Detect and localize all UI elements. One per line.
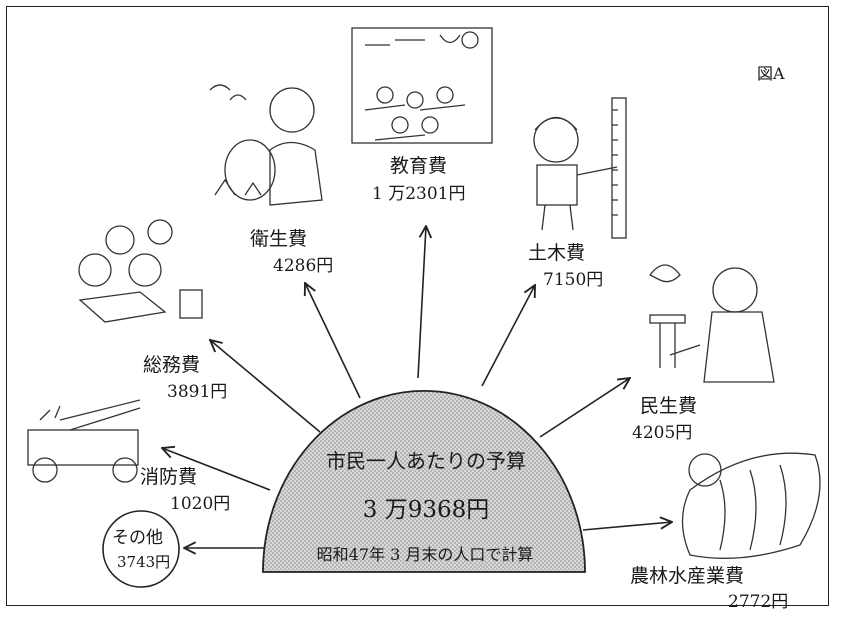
illustration-classroom (351, 27, 493, 144)
amount-education: 1 万2301円 (372, 184, 466, 204)
label-general-affairs: 総務費 (143, 354, 201, 376)
illustration-office-workers (78, 219, 203, 323)
label-education: 教育費 (390, 155, 448, 177)
amount-general-affairs: 3891円 (167, 382, 228, 402)
arrow-health (305, 283, 361, 399)
center-title: 市民一人あたりの予算 (326, 449, 526, 473)
center-total: 3 万9368円 (362, 497, 490, 523)
amount-civil-engineering: 7150円 (543, 270, 604, 290)
illustration-civil-worker (533, 97, 627, 239)
arrow-fire (162, 448, 271, 491)
label-agriculture: 農林水産業費 (630, 565, 745, 587)
figure-label: 図A (757, 64, 785, 83)
label-fire: 消防費 (140, 466, 198, 488)
arrow-welfare (539, 378, 630, 438)
illustration-fire-truck (27, 399, 141, 483)
arrow-agriculture (582, 522, 672, 531)
budget-dome (262, 390, 586, 573)
center-note: 昭和47年 3 月末の人口で計算 (316, 545, 534, 564)
label-health: 衛生費 (250, 228, 308, 250)
label-welfare: 民生費 (640, 395, 698, 417)
arrow-education (417, 226, 426, 379)
illustration-elderly-gardener (649, 264, 775, 383)
illustration-crops (681, 452, 821, 559)
amount-fire: 1020円 (170, 494, 231, 514)
other-circle (102, 510, 180, 588)
arrow-civil (481, 285, 535, 387)
illustration-health-woman (209, 84, 323, 206)
amount-agriculture: 2772円 (728, 592, 789, 612)
amount-welfare: 4205円 (632, 423, 693, 443)
figure-frame (6, 6, 829, 606)
arrow-general (210, 340, 321, 433)
amount-health: 4286円 (273, 256, 334, 276)
label-other: その他 (112, 528, 163, 548)
amount-other: 3743円 (117, 553, 171, 571)
label-civil-engineering: 土木費 (528, 242, 586, 264)
